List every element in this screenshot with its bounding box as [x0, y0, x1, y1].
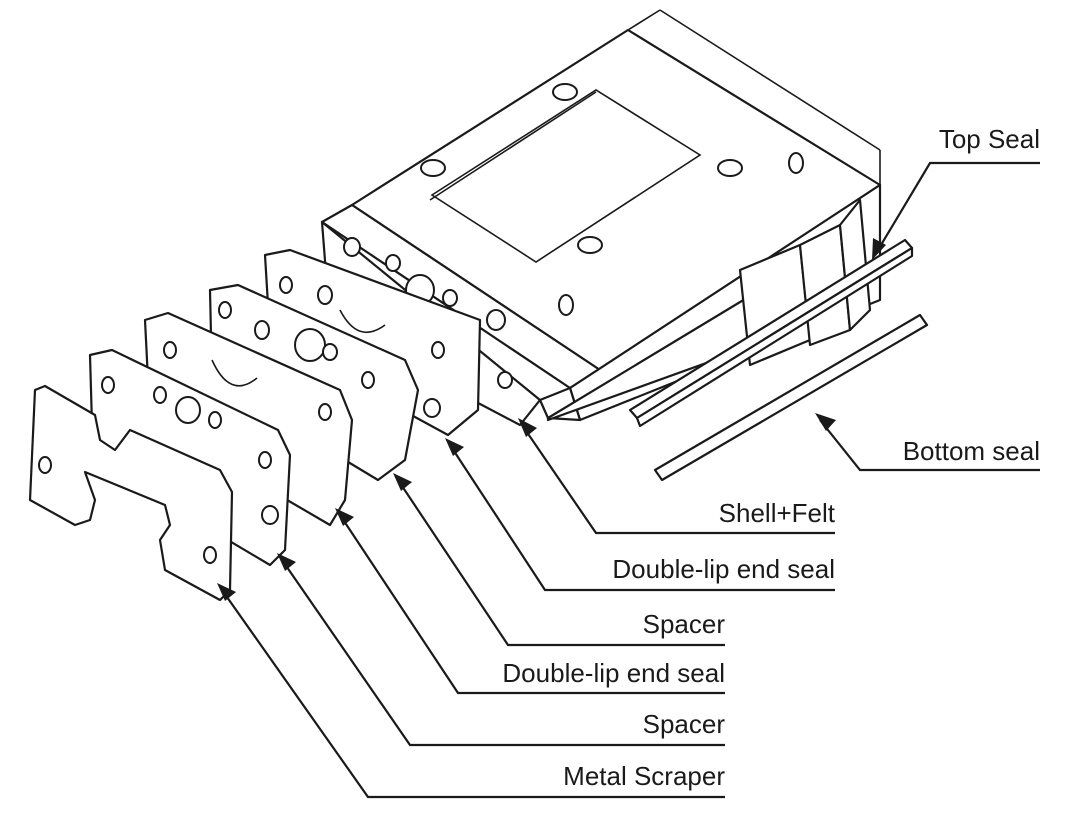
leader-bottom-seal: [815, 413, 1040, 472]
label-double-lip-end-seal-1: Double-lip end seal: [612, 554, 835, 584]
metal-scraper-part: [28, 384, 234, 602]
label-spacer-2: Spacer: [643, 709, 726, 739]
leader-double-lip-end-seal-1: [445, 438, 835, 592]
label-top-seal: Top Seal: [939, 124, 1040, 154]
label-metal-scraper: Metal Scraper: [563, 761, 725, 791]
top-seal-part: [628, 238, 914, 428]
leader-double-lip-end-seal-2: [335, 508, 725, 695]
label-double-lip-end-seal-2: Double-lip end seal: [502, 658, 725, 688]
label-shell-felt: Shell+Felt: [719, 498, 836, 528]
leader-top-seal: [872, 161, 1040, 260]
leader-spacer-1: [393, 473, 725, 647]
bottom-seal-part: [653, 313, 929, 482]
label-spacer-1: Spacer: [643, 609, 726, 639]
leader-metal-scraper: [217, 583, 725, 799]
label-bottom-seal: Bottom seal: [903, 436, 1040, 466]
leader-shell-felt: [518, 418, 835, 535]
leader-spacer-2: [277, 553, 725, 747]
